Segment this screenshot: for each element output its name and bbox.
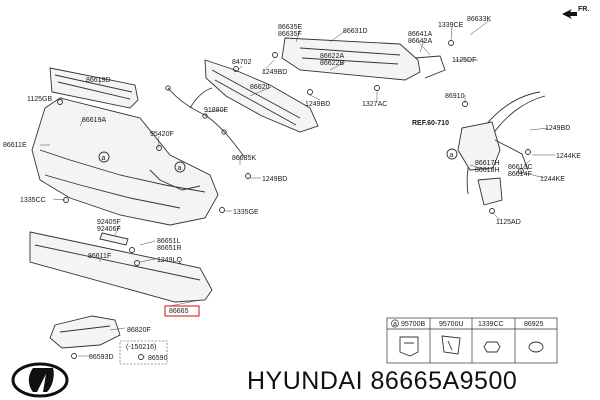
callout: 86617H <box>475 160 500 167</box>
callout: 1249BD <box>545 125 570 132</box>
callout: 84702 <box>232 59 252 66</box>
callout-labels: 86635E 86635F 86631D 1339CE 86633K 86641… <box>3 16 581 362</box>
table-header-1339CC: 1339CC <box>478 321 504 328</box>
callout: 1339CE <box>438 22 464 29</box>
callout: 86651R <box>157 245 182 252</box>
step-pad <box>49 67 139 109</box>
front-direction-indicator: FR. <box>562 6 589 19</box>
front-label: FR. <box>578 6 589 13</box>
highlight-box <box>164 305 200 317</box>
parts-table: a 95700B 95700U 1339CC 86925 <box>386 317 558 364</box>
nut-1339CC-icon <box>483 341 501 353</box>
callout: 1335CC <box>20 197 46 204</box>
callout: 1327AC <box>362 101 387 108</box>
callout: 1244KE <box>556 153 581 160</box>
callout: 86593D <box>89 354 114 361</box>
callout: 86633K <box>467 16 491 23</box>
table-header-86925: 86925 <box>524 321 544 328</box>
callout: 86631D <box>343 28 368 35</box>
callout: 86619A <box>82 117 106 124</box>
callout: 1249BD <box>262 176 287 183</box>
bumper-beam <box>281 37 446 81</box>
hyundai-logo-icon <box>11 362 69 398</box>
clip-95700U-icon <box>441 335 461 355</box>
mark-a-1: a <box>102 155 106 162</box>
under-cover <box>49 315 121 349</box>
fasteners <box>57 40 531 360</box>
callout: 86611F <box>88 253 111 260</box>
reflector <box>99 232 129 246</box>
callout: 86642A <box>408 38 432 45</box>
wiring-harness <box>165 85 246 159</box>
callout: 86635F <box>278 31 302 38</box>
highlighted-part-callout: 86665 <box>169 308 189 315</box>
callout: 92405F <box>97 219 121 226</box>
plug-86925-icon <box>528 341 544 353</box>
energy-absorber <box>204 59 319 133</box>
rear-bumper-cover <box>31 97 219 226</box>
callout: 86635K <box>232 155 256 162</box>
callout: 86820F <box>127 327 151 334</box>
mark-a-3: a <box>450 152 454 159</box>
callout: 86641A <box>408 31 432 38</box>
callout: 1249LQ <box>157 257 182 264</box>
callout: 91880E <box>204 107 228 114</box>
callout: 1249BD <box>305 101 330 108</box>
callout: 86620 <box>250 84 270 91</box>
clip-95700B-icon <box>399 336 419 357</box>
front-arrow-icon <box>562 9 577 19</box>
callout: 1335GE <box>233 209 259 216</box>
diagram-marks: a a a <box>98 148 458 173</box>
callout: 1125GB <box>27 96 52 103</box>
callout: 86618H <box>475 167 500 174</box>
callout: 1249BD <box>262 69 287 76</box>
mark-a-2: a <box>178 165 182 172</box>
callout: 86622B <box>320 60 344 67</box>
callout: 1125DF <box>452 57 476 64</box>
callout: 86614F <box>508 171 532 178</box>
callout: 1244KE <box>540 176 565 183</box>
callout: 92406F <box>97 226 121 233</box>
leader-lines <box>40 19 555 358</box>
table-mark-a: a <box>393 321 397 328</box>
lower-skirt <box>29 231 213 303</box>
callout: (-150216) <box>126 344 156 351</box>
callout: 95420F <box>150 131 174 138</box>
side-bracket <box>457 91 546 206</box>
callout: 86619D <box>86 77 111 84</box>
callout: 86590 <box>148 355 168 362</box>
callout: 86613C <box>508 164 533 171</box>
part-number-title: HYUNDAI 86665A9500 <box>247 367 517 395</box>
callout: 1125AD <box>496 219 521 226</box>
table-header-95700U: 95700U <box>439 321 464 328</box>
callout: 86635E <box>278 24 302 31</box>
callout: 86910 <box>445 93 465 100</box>
reference-label: REF.60-710 <box>412 120 449 127</box>
callout: 86651L <box>157 238 180 245</box>
table-header-95700B: 95700B <box>401 321 425 328</box>
callout: 86611E <box>3 142 27 149</box>
callout: 86622A <box>320 53 344 60</box>
